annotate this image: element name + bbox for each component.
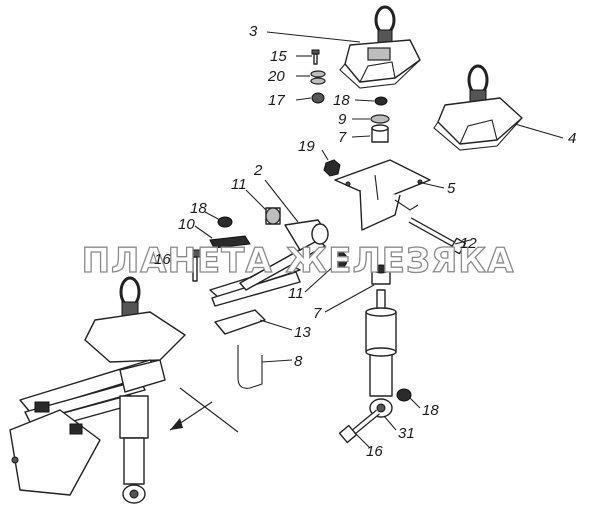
watermark-text: ПЛАНЕТА ЖЕЛЕЗЯКА bbox=[82, 241, 515, 281]
leader-lines bbox=[177, 31, 564, 449]
label-part-8: 8 bbox=[294, 353, 303, 370]
u-bolt-8 bbox=[237, 345, 263, 389]
leaf-spring-2 bbox=[209, 219, 329, 307]
label-part-16-upper: 16 bbox=[154, 251, 171, 268]
label-part-7-lower: 7 bbox=[313, 305, 322, 322]
label-part-18-upper: 18 bbox=[333, 92, 350, 109]
label-part-20: 20 bbox=[267, 68, 285, 85]
shock-absorber bbox=[365, 289, 397, 418]
bolt-16-lower bbox=[338, 409, 380, 444]
bushing-11-lower bbox=[332, 251, 348, 269]
label-part-18-lower: 18 bbox=[422, 402, 439, 419]
bolt-15 bbox=[311, 49, 320, 65]
label-part-17: 17 bbox=[268, 92, 285, 109]
bolt-16-upper bbox=[189, 249, 201, 282]
label-part-11-lower: 11 bbox=[288, 285, 304, 302]
nut-18-left bbox=[217, 216, 233, 228]
shock-bracket-5 bbox=[334, 159, 431, 231]
bushing-7-lower bbox=[371, 264, 391, 285]
nut-17 bbox=[311, 92, 325, 104]
label-part-5: 5 bbox=[447, 180, 456, 197]
bushing-11-upper bbox=[265, 207, 281, 225]
label-part-4: 4 bbox=[568, 130, 576, 147]
label-part-18-left: 18 bbox=[190, 200, 207, 217]
nut-18-lower bbox=[396, 388, 412, 402]
upper-bracket-4 bbox=[433, 64, 523, 151]
nut-18-upper bbox=[374, 96, 388, 106]
bushing-7-upper bbox=[371, 124, 389, 143]
part-number-labels: 3 15 20 17 18 9 7 4 19 2 5 11 18 10 12 1… bbox=[154, 23, 576, 460]
washers-20 bbox=[310, 70, 326, 85]
label-part-31: 31 bbox=[398, 425, 415, 442]
washer-9 bbox=[370, 114, 390, 124]
label-part-2: 2 bbox=[253, 162, 263, 179]
label-part-10: 10 bbox=[178, 216, 195, 233]
assembly-direction-arrow bbox=[169, 387, 239, 433]
label-part-12: 12 bbox=[460, 235, 477, 252]
label-part-15: 15 bbox=[270, 48, 287, 65]
label-part-11-upper: 11 bbox=[231, 176, 247, 193]
label-part-13: 13 bbox=[294, 324, 311, 341]
nut-19 bbox=[323, 159, 341, 177]
plate-13 bbox=[214, 309, 266, 335]
label-part-16-lower: 16 bbox=[366, 443, 383, 460]
label-part-9: 9 bbox=[338, 111, 347, 128]
plate-10 bbox=[209, 235, 251, 249]
label-part-3: 3 bbox=[249, 23, 258, 40]
upper-bracket-3 bbox=[339, 5, 421, 89]
label-part-19: 19 bbox=[298, 138, 315, 155]
assembled-suspension-view bbox=[9, 276, 186, 504]
label-part-7-upper: 7 bbox=[338, 129, 347, 146]
